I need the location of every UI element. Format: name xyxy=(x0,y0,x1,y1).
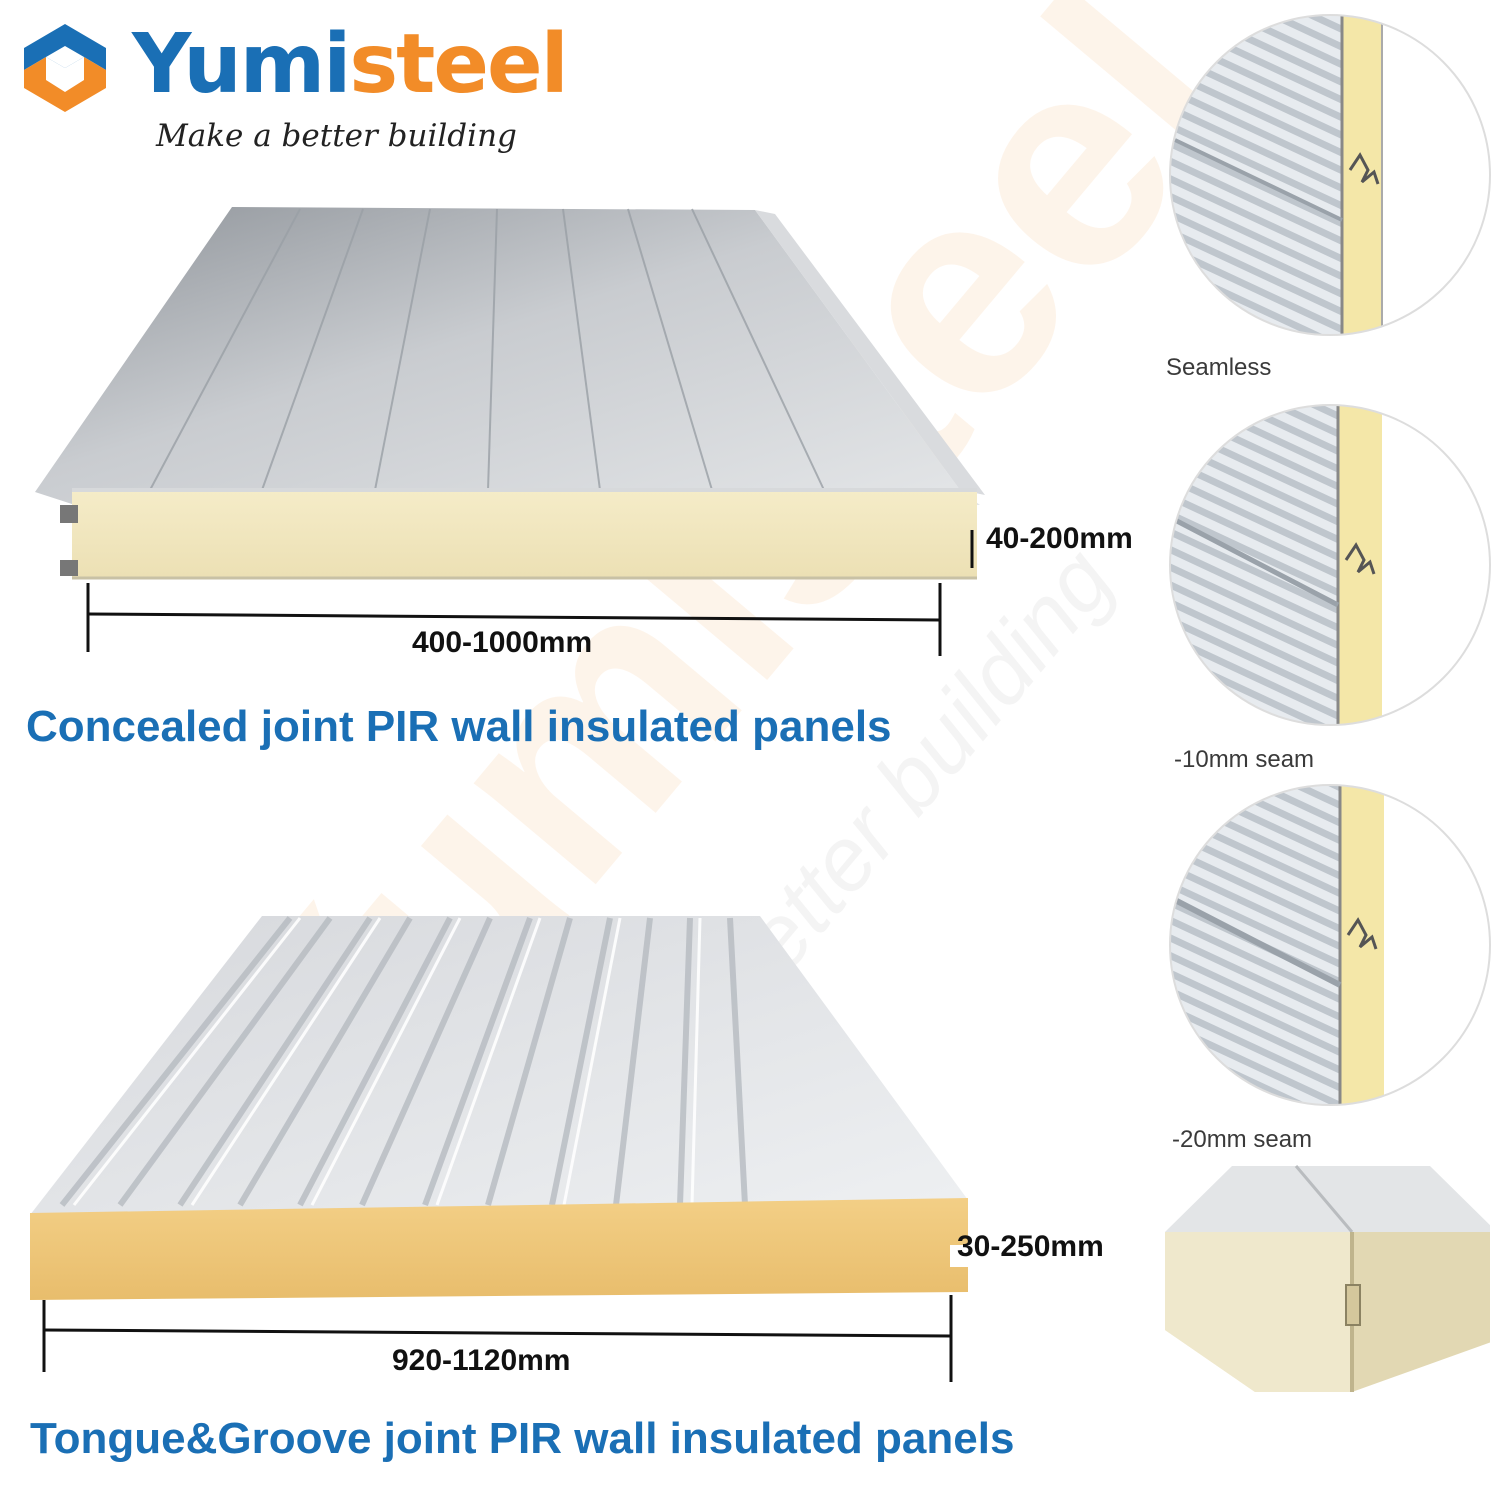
concealed-joint-heading: Concealed joint PIR wall insulated panel… xyxy=(26,702,892,751)
foam-core xyxy=(30,1198,968,1300)
block-top-face xyxy=(1165,1166,1490,1232)
brand-wordmark: Yumisteel xyxy=(132,24,569,106)
tongue-groove-panel-image xyxy=(30,916,972,1382)
seam-label-10mm: -10mm seam xyxy=(1174,746,1315,773)
joint-notch xyxy=(60,505,78,523)
tongue-groove-notch xyxy=(950,1245,972,1267)
panel-top-face xyxy=(35,207,980,505)
panel-ribs xyxy=(149,208,825,491)
tongue-groove-heading: Tongue&Groove joint PIR wall insulated p… xyxy=(30,1414,1015,1463)
foam-core xyxy=(72,490,977,578)
brand-name-blue: Yumi xyxy=(132,17,351,112)
seam-detail-icon xyxy=(1169,784,1491,1106)
thickness-label: 30-250mm xyxy=(957,1230,1104,1263)
tongue-joint xyxy=(1345,1284,1361,1326)
panel-sample-block-image xyxy=(1165,1165,1490,1392)
width-label: 400-1000mm xyxy=(412,626,593,659)
seam-detail-icon xyxy=(1169,14,1491,336)
brand-tagline: Make a better building xyxy=(156,118,517,154)
panel-edge xyxy=(755,210,985,495)
concealed-joint-panel-image xyxy=(35,207,985,656)
seam-label-seamless: Seamless xyxy=(1166,354,1272,381)
thickness-label: 40-200mm xyxy=(986,522,1133,555)
brand-logo: Yumisteel Make a better building xyxy=(22,18,569,168)
brand-name-orange: steel xyxy=(349,17,568,112)
seam-label-20mm: -20mm seam xyxy=(1172,1126,1313,1153)
panel-ribs xyxy=(59,916,748,1207)
joint-notch xyxy=(60,560,78,576)
width-label: 920-1120mm xyxy=(392,1344,571,1377)
seam-detail-icon xyxy=(1169,404,1491,726)
seam-details-column xyxy=(1169,14,1491,1106)
logo-mark-icon xyxy=(24,24,106,112)
